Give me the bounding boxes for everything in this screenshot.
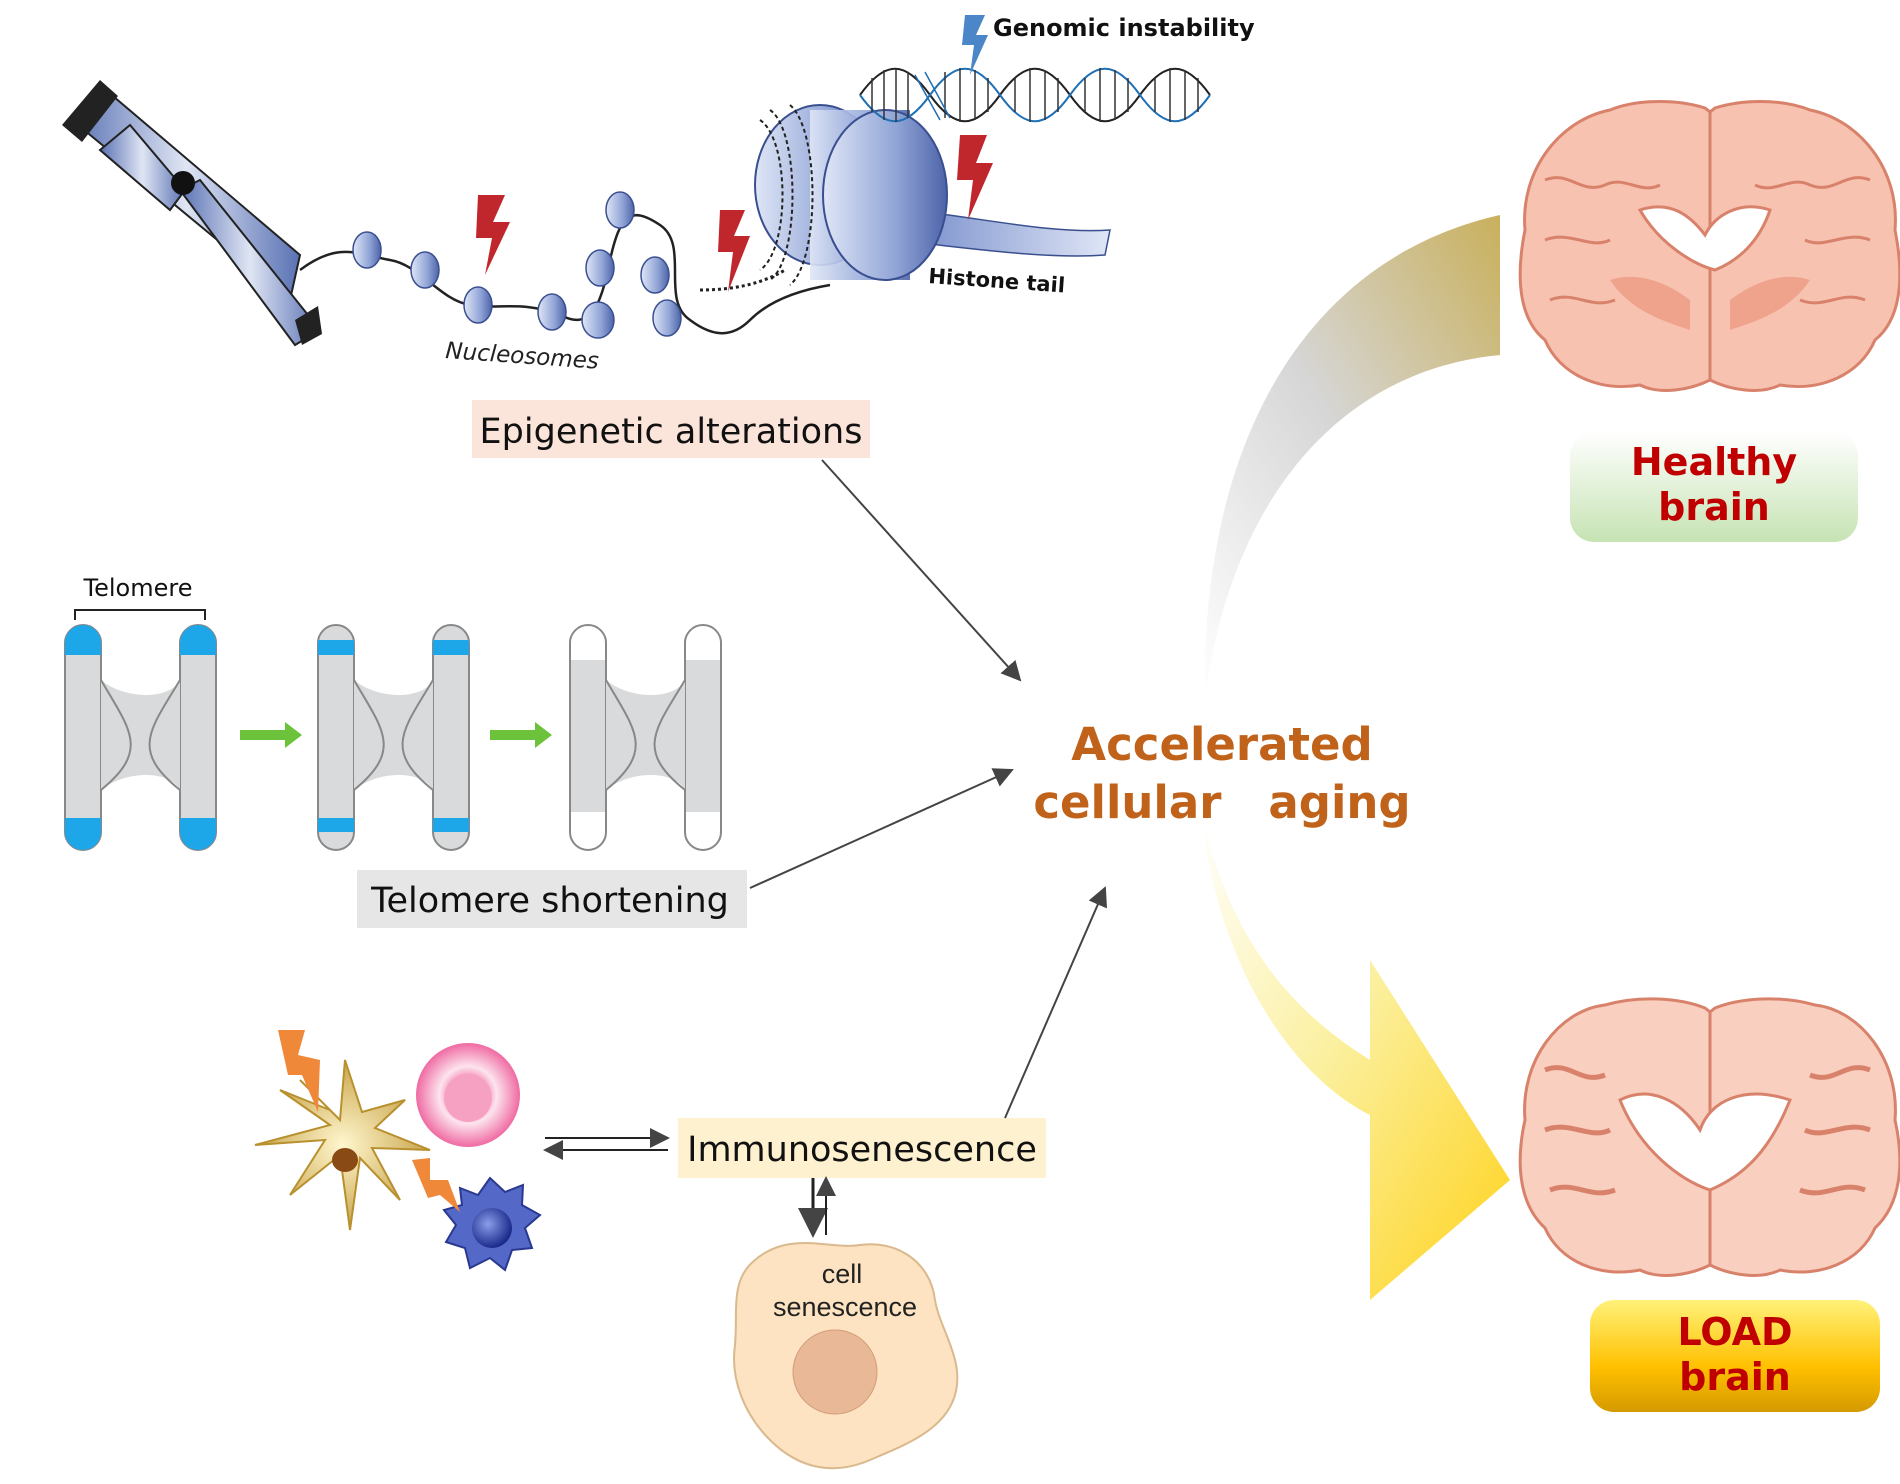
exchange-arrows [543,1128,670,1160]
chromosome-illustration [62,80,322,347]
histone-tail-label: Histone tail [928,264,1066,297]
senescent-cell [733,1242,959,1470]
telomere-chromosome-long [64,624,217,851]
healthy-brain-badge-bg [1570,432,1858,542]
healthy-brain-label-line2: brain [1658,485,1770,529]
load-brain-label-line2: brain [1679,1355,1791,1399]
load-curve-arrow [1200,810,1510,1300]
dna-double-helix [859,67,1211,123]
immunosenescence-label: Immunosenescence [687,1130,1037,1170]
telomere-label: Telomere [83,574,193,602]
telomere-bracket [74,609,206,620]
load-brain-label-line1: LOAD [1677,1310,1792,1354]
lightning-bolt-icon [476,15,993,292]
healthy-curve-arrow [1204,215,1500,700]
cause-arrows [749,459,1107,1119]
accelerated-aging-line1: Accelerated [1071,718,1372,771]
load-brain-badge-bg [1590,1300,1880,1412]
telomere-chromosome-short [569,624,722,851]
genomic-instability-label: Genomic instability [993,14,1255,42]
accelerated-aging-line2: cellular aging [1033,776,1410,829]
nucleosomes-label: Nucleosomes [445,338,600,375]
large-nucleosome [699,104,1111,292]
cell-senescence-label-line2: senescence [773,1292,917,1322]
load-brain-illustration [1518,997,1900,1277]
epigenetic-alterations-label: Epigenetic alterations [480,412,863,452]
healthy-brain-illustration [1518,100,1900,392]
immunosenescence-box [678,1118,1046,1178]
immune-cells [254,1043,542,1272]
telomere-chromosome-medium [317,624,470,851]
senescence-arrows [798,1176,836,1238]
nucleosome-beads [352,191,682,339]
telomere-shortening-label: Telomere shortening [370,881,729,921]
telomere-shortening-box [357,870,747,928]
cell-senescence-label-line1: cell [822,1259,863,1289]
progression-arrow-icon [240,722,552,748]
epigenetic-label-box [472,400,870,458]
healthy-brain-label-line1: Healthy [1631,440,1797,484]
lightning-bolt-icon [278,1030,460,1212]
